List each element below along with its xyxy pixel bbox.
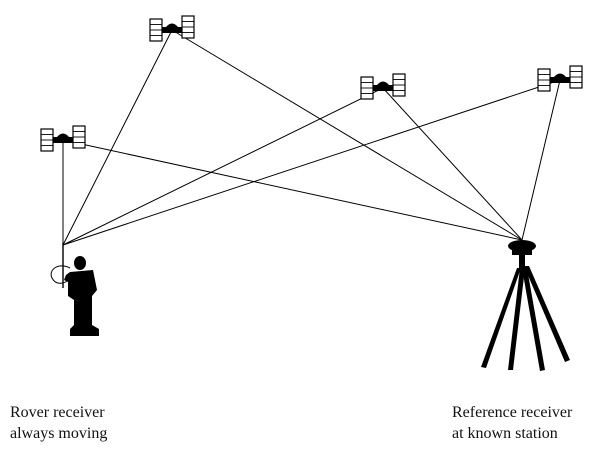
- signal-line: [171, 29, 523, 241]
- satellite-icon: [537, 65, 583, 92]
- satellite-icon: [149, 15, 195, 42]
- signal-line: [62, 139, 523, 241]
- rover-caption-line2: always moving: [10, 425, 108, 442]
- reference-caption-line2: at known station: [452, 425, 558, 442]
- reference-caption: Reference receiver at known station: [452, 402, 572, 444]
- tripod-receiver-icon: [481, 240, 570, 371]
- signal-lines: [62, 29, 561, 246]
- signal-line: [62, 29, 173, 246]
- signal-line: [382, 87, 523, 241]
- rover-caption: Rover receiver always moving: [10, 402, 107, 444]
- rover-caption-line1: Rover receiver: [10, 404, 105, 421]
- signal-line: [62, 87, 384, 246]
- reference-caption-line1: Reference receiver: [452, 404, 573, 421]
- signal-line: [62, 79, 561, 246]
- satellite-icon: [360, 73, 406, 100]
- surveyor-with-rover-pole-icon: [50, 243, 99, 336]
- signal-line: [521, 79, 561, 241]
